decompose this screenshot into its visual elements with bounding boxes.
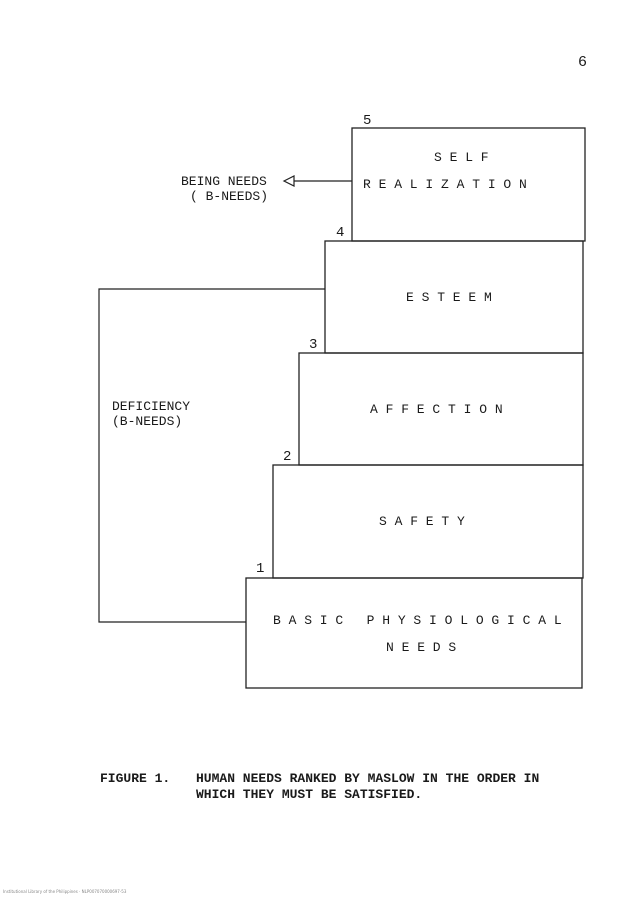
step-2-label: S A F E T Y: [379, 514, 465, 529]
caption-text-2: WHICH THEY MUST BE SATISFIED.: [196, 787, 423, 802]
being-needs-pointer: BEING NEEDS ( B-NEEDS): [181, 174, 352, 204]
step-1-label-line-1: B A S I C P H Y S I O L O G I C A L: [273, 613, 562, 628]
step-5-label-line-2: R E A L I Z A T I O N: [363, 177, 527, 192]
caption-line-1: FIGURE 1. HUMAN NEEDS RANKED BY MASLOW IN…: [100, 771, 600, 787]
step-5-label-line-1: S E L F: [434, 150, 489, 165]
step-4-number: 4: [336, 225, 344, 241]
figure-label: FIGURE 1.: [100, 771, 171, 786]
footer-watermark: Institutional Library of the Philippines…: [3, 889, 127, 894]
figure-caption: FIGURE 1. HUMAN NEEDS RANKED BY MASLOW IN…: [100, 771, 600, 803]
step-1-box: [245, 577, 583, 689]
deficiency-sublabel: (B-NEEDS): [112, 414, 182, 429]
step-1-basic-physiological: 1 B A S I C P H Y S I O L O G I C A L N …: [245, 561, 583, 689]
deficiency-label: DEFICIENCY: [112, 399, 190, 414]
step-2-number: 2: [283, 449, 291, 465]
step-5-self-realization: 5 S E L F R E A L I Z A T I O N: [351, 113, 586, 242]
step-4-label: E S T E E M: [406, 290, 492, 305]
arrowhead-icon: [282, 175, 295, 187]
step-5-number: 5: [363, 113, 371, 129]
step-3-label: A F F E C T I O N: [370, 402, 503, 417]
step-3-affection: 3 A F F E C T I O N: [298, 337, 584, 466]
deficiency-bracket: DEFICIENCY (B-NEEDS): [98, 288, 325, 623]
step-3-number: 3: [309, 337, 317, 353]
step-2-safety: 2 S A F E T Y: [272, 449, 584, 579]
step-4-esteem: 4 E S T E E M: [324, 225, 584, 354]
page-number: 6: [578, 54, 588, 71]
step-1-number: 1: [256, 561, 264, 577]
step-1-label-line-2: N E E D S: [386, 640, 456, 655]
being-needs-label: BEING NEEDS: [181, 174, 267, 189]
being-needs-sublabel: ( B-NEEDS): [190, 189, 268, 204]
deficiency-bracket-line: [98, 288, 325, 623]
caption-text-1: HUMAN NEEDS RANKED BY MASLOW IN THE ORDE…: [196, 771, 540, 786]
step-5-box: [351, 127, 586, 242]
